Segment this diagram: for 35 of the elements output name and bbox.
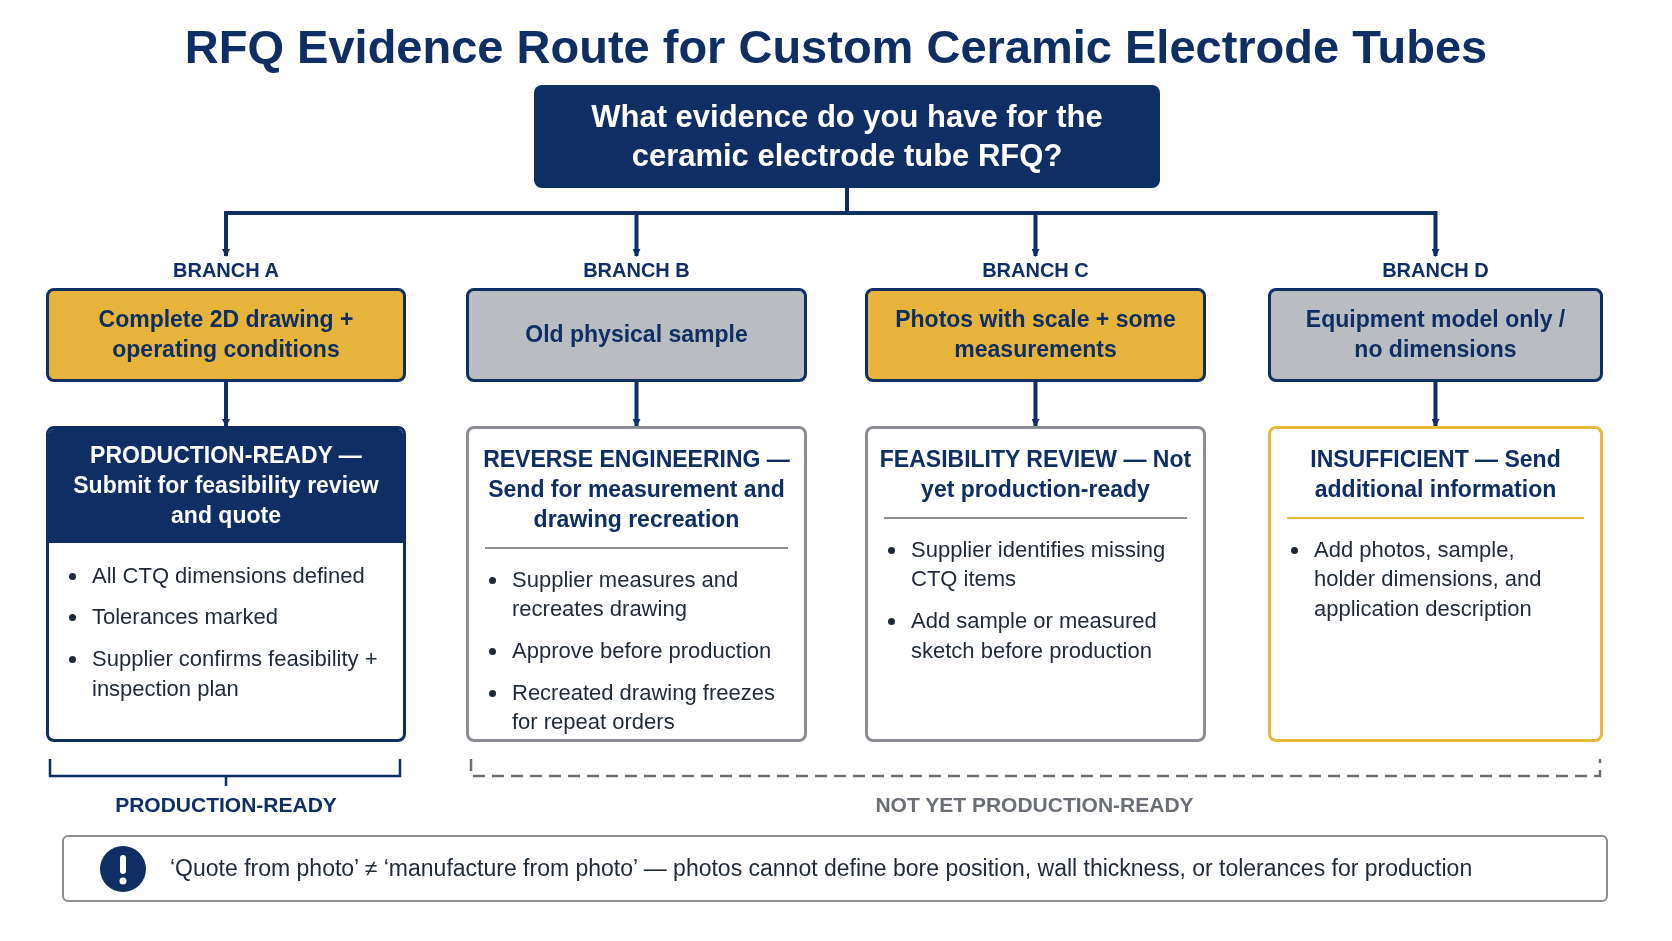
result-card	[46, 426, 406, 742]
result-card	[466, 426, 807, 742]
bullet-text: Approve before production	[512, 637, 772, 666]
card-heading: INSUFFICIENT — Send additional information	[1309, 445, 1562, 504]
arrow	[1031, 382, 1040, 427]
bullet-text: Supplier measures and recreates drawing	[512, 565, 740, 624]
arrow	[1431, 382, 1440, 427]
note-box	[62, 835, 1608, 902]
branch-box: Equipment model only / no dimensions	[1268, 288, 1603, 382]
card-heading: PRODUCTION-READY — Submit for feasibility review and quote	[72, 441, 380, 530]
note-text: ‘Quote from photo’ ≠ ‘manufacture from photo’ — photos cannot define bore position, wall thickness, or tolerances for production	[170, 854, 1473, 884]
bullet-text: Add sample or measured sketch before production	[911, 607, 1158, 665]
bullet-text: Add photos, sample, holder dimensions, and application description	[1314, 535, 1543, 624]
branch-label: BRANCH C	[982, 258, 1089, 283]
branch-label: BRANCH D	[1382, 258, 1489, 283]
bullet-text: Supplier confirms feasibility + inspection plan	[92, 645, 379, 703]
bullet-text: Recreated drawing freezes for repeat orders	[512, 678, 776, 737]
result-card	[1268, 426, 1603, 742]
branch-box: Complete 2D drawing + operating conditions	[46, 288, 406, 382]
bullet-text: All CTQ dimensions defined	[92, 561, 365, 590]
question-box: What evidence do you have for the ceramic electrode tube RFQ?	[534, 85, 1160, 188]
branch-box: Photos with scale + some measurements	[865, 288, 1206, 382]
branch-label: BRANCH B	[583, 258, 690, 283]
card-heading: REVERSE ENGINEERING — Send for measurement and drawing recreation	[482, 445, 791, 534]
title: RFQ Evidence Route for Custom Ceramic Electrode Tubes	[183, 19, 1489, 75]
result-card	[865, 426, 1206, 742]
group-label: PRODUCTION-READY	[114, 792, 338, 818]
bullet-text: Tolerances marked	[92, 603, 278, 632]
card-heading: FEASIBILITY REVIEW — Not yet production-ready	[878, 445, 1193, 504]
bullet-text: Supplier identifies missing CTQ items	[911, 535, 1167, 594]
arrow	[222, 382, 230, 427]
branch-box: Old physical sample	[466, 288, 807, 382]
group-label: NOT YET PRODUCTION-READY	[874, 792, 1195, 818]
branch-label: BRANCH A	[173, 258, 279, 283]
arrow	[632, 382, 641, 427]
